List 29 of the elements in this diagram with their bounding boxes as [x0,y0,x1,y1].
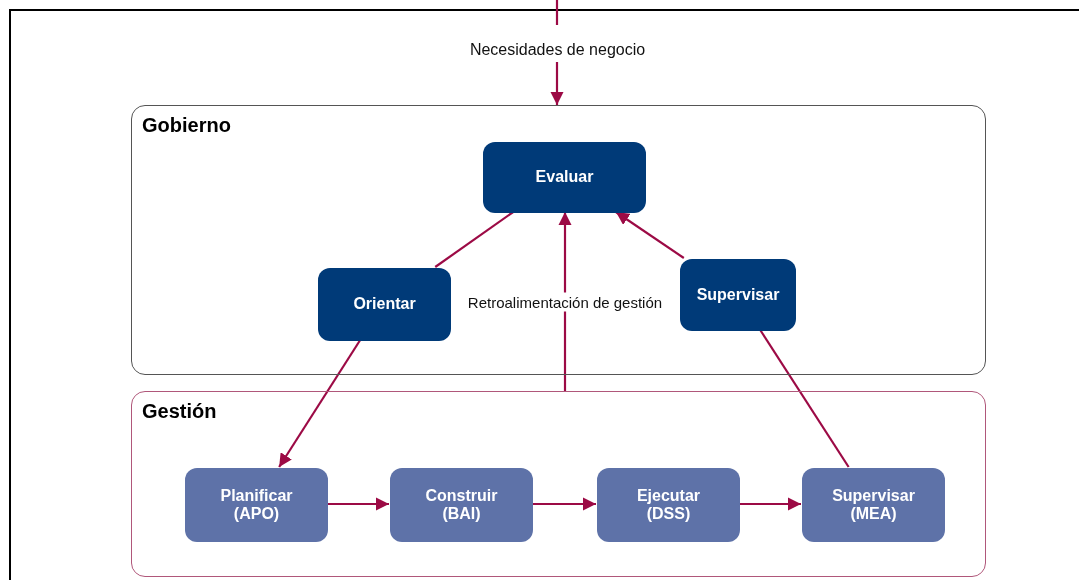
arrow [615,211,685,259]
arrow [558,212,572,391]
arrow [739,497,801,511]
arrow [327,497,389,511]
process-box [680,259,796,331]
box-label: Construir (BAI) [424,486,499,524]
group-title: Gobierno [142,114,231,137]
box-label: Orientar [352,295,417,314]
box-label: Evaluar [534,168,595,187]
process-box [597,468,740,542]
process-box [185,468,328,542]
flow-label: Necesidades de negocio [469,41,646,59]
box-label: Supervisar (MEA) [831,486,916,524]
group-box [131,391,986,577]
connector-line [759,329,850,468]
connector-line [434,211,514,268]
arrow [550,62,564,105]
arrow [532,497,596,511]
box-label: Supervisar [695,285,781,305]
process-box [318,268,451,341]
arrow [278,339,362,468]
process-box [390,468,533,542]
box-label: Ejecutar (DSS) [635,486,702,524]
process-box [802,468,945,542]
box-label: Planificar (APO) [219,486,294,524]
group-box [131,105,986,375]
process-box [483,142,646,213]
connector-line [555,0,559,25]
group-title: Gestión [142,400,217,423]
